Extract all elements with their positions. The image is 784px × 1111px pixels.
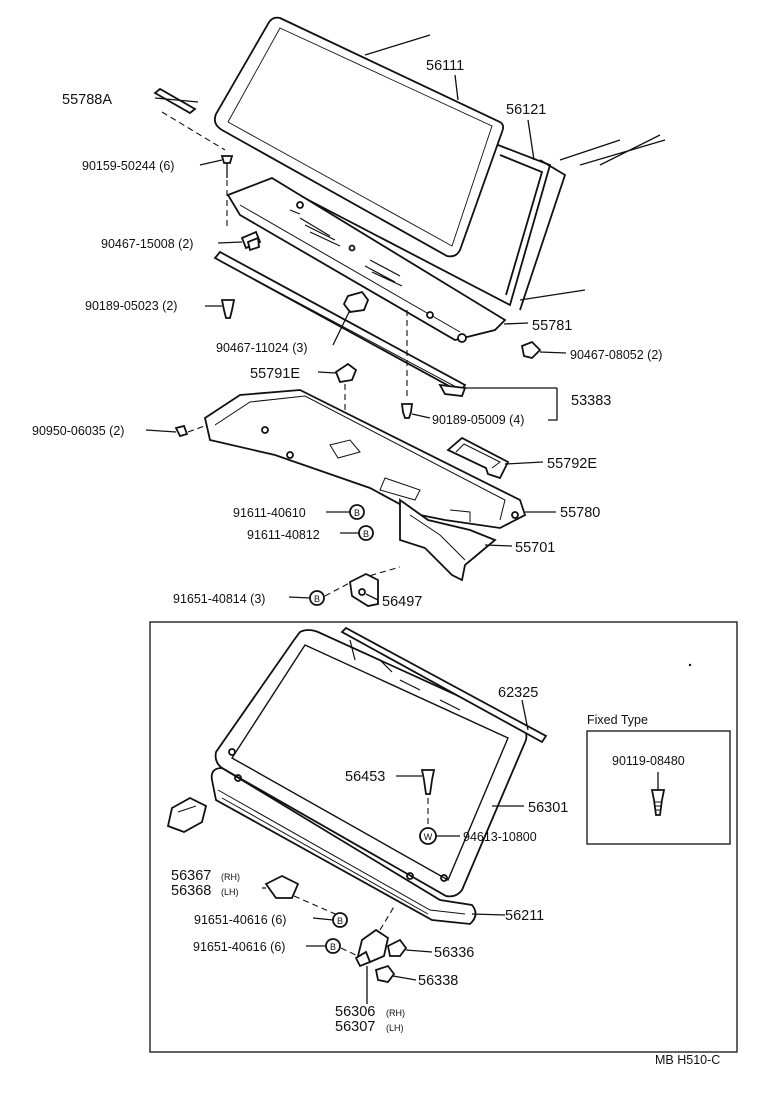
- part-55701: [399, 498, 497, 582]
- frame-rail-56211: [210, 767, 477, 925]
- label-55701: 55701: [515, 540, 555, 556]
- part-56338: [374, 964, 396, 983]
- leader-lines-upper: [145, 74, 567, 601]
- cowl-top-panel: [226, 177, 507, 343]
- bolt-symbol: B: [354, 508, 360, 518]
- diagram-code: MB H510-C: [655, 1053, 720, 1067]
- part-56367: [264, 874, 341, 917]
- label-94613-10800: 94613-10800: [463, 830, 537, 844]
- label-62325: 62325: [498, 685, 538, 701]
- label-90119-08480: 90119-08480: [612, 754, 685, 768]
- body-outline: [364, 34, 666, 301]
- washer-94613: W: [419, 827, 437, 845]
- label-90189-05023: 90189-05023 (2): [85, 299, 177, 313]
- label-91651-40616-a: 91651-40616 (6): [194, 913, 286, 927]
- fixed-type-box: Fixed Type 90119-08480: [586, 713, 731, 845]
- cowl-panel: [203, 389, 527, 529]
- label-90950-06035: 90950-06035 (2): [32, 424, 124, 438]
- part-62325: [340, 626, 548, 744]
- sub-assembly-frame: [149, 621, 738, 1053]
- label-56336: 56336: [434, 945, 474, 961]
- label-90467-11024: 90467-11024 (3): [216, 341, 308, 355]
- part-56336: [386, 938, 408, 957]
- glass-frame: [214, 629, 528, 898]
- label-56368: 56368: [171, 883, 211, 899]
- label-55780: 55780: [560, 505, 600, 521]
- label-90467-08052: 90467-08052 (2): [570, 348, 662, 362]
- leader-lines-lower: [262, 699, 529, 1004]
- label-55791E: 55791E: [250, 366, 300, 382]
- speck: [688, 663, 692, 667]
- bolt-symbol: B: [337, 916, 343, 926]
- label-56453: 56453: [345, 769, 385, 785]
- label-53383: 53383: [571, 393, 611, 409]
- label-56307: 56307: [335, 1019, 375, 1035]
- label-56307-side: (LH): [386, 1023, 404, 1033]
- label-55792E: 55792E: [547, 456, 597, 472]
- windshield-weatherstrip: [269, 144, 567, 311]
- label-56338: 56338: [418, 973, 458, 989]
- label-90159-50244: 90159-50244 (6): [82, 159, 174, 173]
- part-56453: [420, 769, 436, 826]
- bolt-symbol: B: [314, 594, 320, 604]
- label-56368-side: (LH): [221, 887, 239, 897]
- clips: [174, 155, 542, 438]
- bolt-symbol: B: [363, 529, 369, 539]
- label-56306-side: (RH): [386, 1008, 405, 1018]
- label-56367-side: (RH): [221, 872, 240, 882]
- fixed-type-title: Fixed Type: [587, 713, 648, 727]
- cowl-seal: [213, 250, 467, 397]
- label-55781: 55781: [532, 318, 572, 334]
- label-55788A: 55788A: [62, 92, 112, 108]
- label-91611-40812: 91611-40812: [247, 528, 320, 542]
- upper-labels: 56111 56121 55788A 90159-50244 (6) 90467…: [32, 58, 662, 610]
- label-90189-05009: 90189-05009 (4): [432, 413, 524, 427]
- washer-symbol: W: [424, 832, 433, 842]
- label-56211: 56211: [505, 908, 544, 924]
- lower-labels: 62325 56453 56301 94613-10800 56367 (RH)…: [171, 685, 568, 1035]
- hinge-left: [166, 796, 208, 833]
- label-91651-40616-b: 91651-40616 (6): [193, 940, 285, 954]
- label-91651-40814: 91651-40814 (3): [173, 592, 265, 606]
- label-90467-15008: 90467-15008 (2): [101, 237, 193, 251]
- part-55792E: [446, 436, 510, 480]
- bolt-symbol: B: [330, 942, 336, 952]
- part-56497: [349, 572, 379, 607]
- label-56497: 56497: [382, 594, 422, 610]
- label-56111: 56111: [426, 58, 464, 74]
- label-56301: 56301: [528, 800, 568, 816]
- part-55788A: [153, 87, 226, 151]
- label-56121: 56121: [506, 102, 546, 118]
- windshield-glass: [213, 16, 505, 258]
- label-56306: 56306: [335, 1004, 375, 1020]
- label-91611-40610: 91611-40610: [233, 506, 306, 520]
- label-56367: 56367: [171, 868, 211, 884]
- part-56306: [354, 904, 396, 968]
